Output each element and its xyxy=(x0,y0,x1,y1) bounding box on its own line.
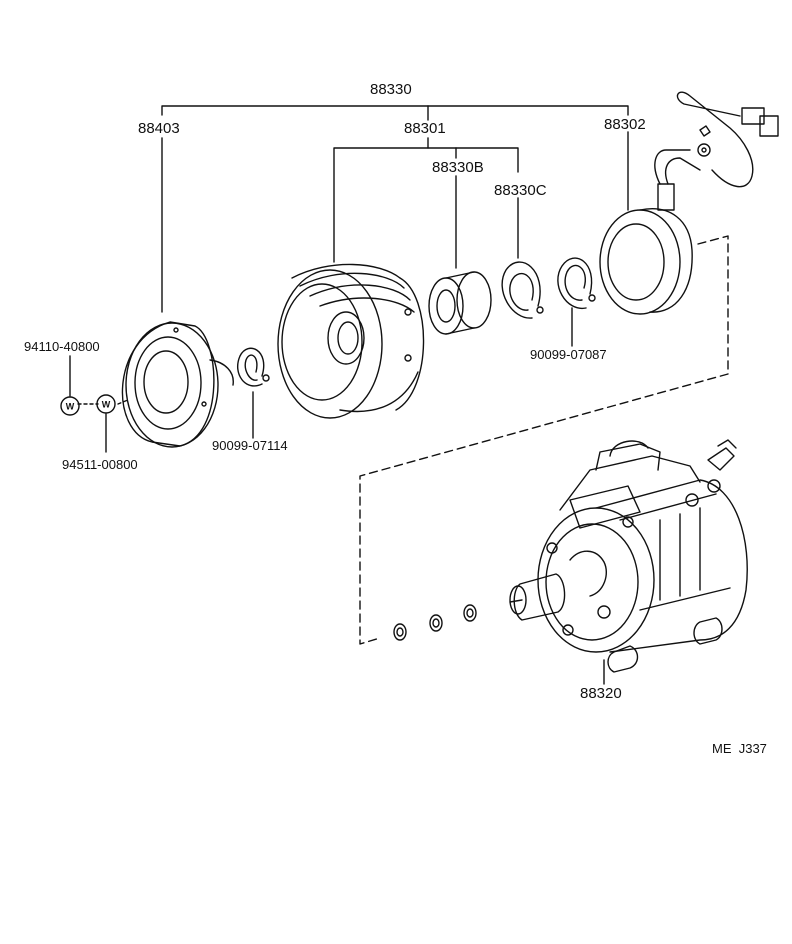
label-stator: 88302 xyxy=(604,116,646,133)
pulley-drawing xyxy=(278,264,424,418)
label-bearing: 88330B xyxy=(432,159,484,176)
bolt-washer-mark: W xyxy=(66,402,75,412)
label-assembly: 88330 xyxy=(370,81,412,98)
label-snap-ring-hub: 90099-07114 xyxy=(212,438,288,453)
bearing-drawing xyxy=(429,272,491,334)
stator-coil-drawing xyxy=(600,92,778,314)
pulley-bracket xyxy=(334,138,518,268)
label-snap-ring-c: 88330C xyxy=(494,182,547,199)
label-compressor: 88320 xyxy=(580,685,622,702)
stator-snap-ring-drawing xyxy=(558,258,595,346)
label-clutch-hub: 88403 xyxy=(138,120,180,137)
washer-mark: W xyxy=(102,400,111,410)
clutch-hub-drawing xyxy=(122,322,233,447)
assembly-bracket xyxy=(162,106,628,312)
shim-washers-drawing xyxy=(394,605,476,640)
hub-snap-ring-drawing xyxy=(238,348,269,438)
label-washer: 94511-00800 xyxy=(62,457,138,472)
label-reference: ME J337 xyxy=(712,741,767,756)
compressor-drawing xyxy=(510,440,747,684)
label-snap-ring-stator: 90099-07087 xyxy=(530,347,607,362)
label-bolt: 94110-40800 xyxy=(24,339,100,354)
label-pulley: 88301 xyxy=(404,120,446,137)
assembly-dashed-outline xyxy=(360,236,728,644)
bolt-washer-drawing: W W xyxy=(61,356,128,452)
bearing-snap-ring-drawing xyxy=(502,262,543,318)
